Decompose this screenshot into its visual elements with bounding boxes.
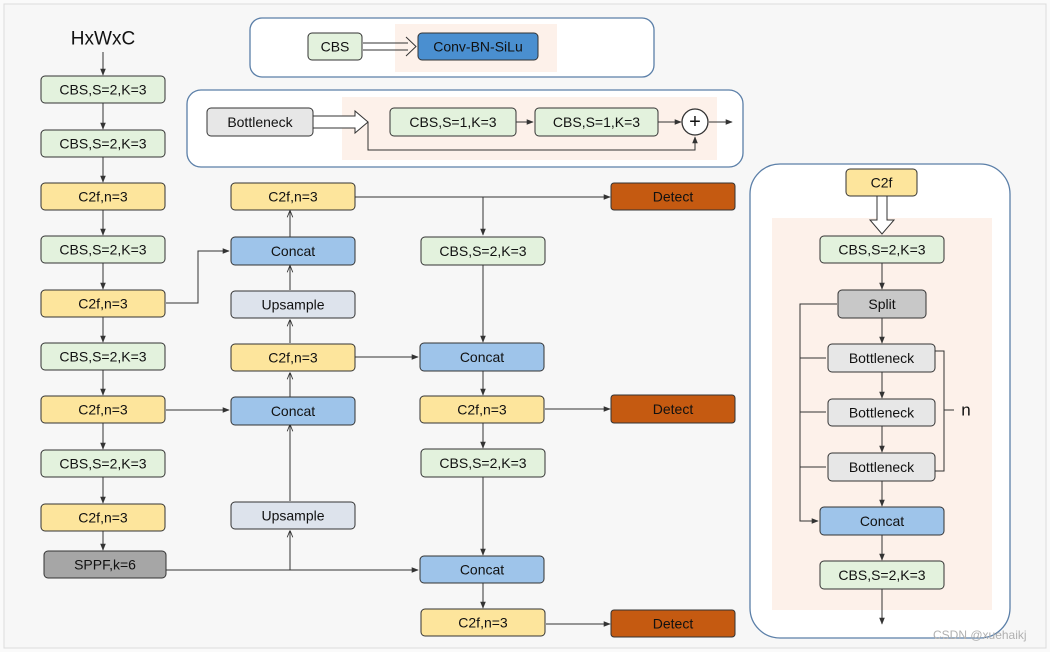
legend-hollow-arrow-2 <box>312 109 369 135</box>
svg-text:Concat: Concat <box>460 562 504 578</box>
head-concat-1: Concat <box>419 342 545 372</box>
svg-text:C2f: C2f <box>871 175 893 191</box>
neck-concat-mid: Concat <box>230 396 356 426</box>
legend-cbs-node: CBS <box>307 32 363 61</box>
backbone-c2f-1: C2f,n=3 <box>40 182 166 211</box>
svg-text:Bottleneck: Bottleneck <box>849 405 915 421</box>
svg-text:C2f,n=3: C2f,n=3 <box>78 510 128 526</box>
backbone-c2f-2: C2f,n=3 <box>40 289 166 318</box>
c2f-detail-bottleneck-3: Bottleneck <box>827 452 936 482</box>
c2f-detail-concat: Concat <box>819 506 945 536</box>
svg-text:CBS,S=1,K=3: CBS,S=1,K=3 <box>553 114 640 130</box>
backbone-cbs-1: CBS,S=2,K=3 <box>40 75 166 104</box>
legend-conv-bn-silu-node: Conv-BN-SiLu <box>417 32 539 61</box>
svg-text:Concat: Concat <box>271 243 315 259</box>
svg-text:C2f,n=3: C2f,n=3 <box>78 402 128 418</box>
edges <box>100 36 954 627</box>
legend-bottleneck-cbs2: CBS,S=1,K=3 <box>534 107 659 137</box>
svg-text:CBS,S=2,K=3: CBS,S=2,K=3 <box>59 349 146 365</box>
svg-text:CBS,S=2,K=3: CBS,S=2,K=3 <box>59 82 146 98</box>
repeat-n-label: n <box>961 401 970 420</box>
edge-c2f-p4-concat-top <box>166 248 230 304</box>
detect-2: Detect <box>610 394 736 424</box>
svg-text:CBS,S=2,K=3: CBS,S=2,K=3 <box>439 455 526 471</box>
detect-1: Detect <box>610 182 736 211</box>
head-concat-2: Concat <box>419 555 545 584</box>
c2f-detail-bottleneck-1: Bottleneck <box>827 343 936 373</box>
svg-text:C2f,n=3: C2f,n=3 <box>268 189 318 205</box>
legend-bottleneck-node: Bottleneck <box>206 107 314 137</box>
c2f-detail-split: Split <box>837 289 927 319</box>
backbone-cbs-2: CBS,S=2,K=3 <box>40 129 166 158</box>
svg-text:Upsample: Upsample <box>261 508 324 524</box>
legend-bottleneck-cbs1: CBS,S=1,K=3 <box>389 107 517 137</box>
neck-upsample-top: Upsample <box>230 290 356 319</box>
svg-text:Bottleneck: Bottleneck <box>227 114 293 130</box>
backbone-c2f-4: C2f,n=3 <box>40 503 166 532</box>
svg-text:CBS: CBS <box>321 39 350 55</box>
c2f-detail-cbs-out: CBS,S=2,K=3 <box>819 560 945 590</box>
svg-text:CBS,S=1,K=3: CBS,S=1,K=3 <box>409 114 496 130</box>
c2f-hollow-arrow <box>868 195 896 235</box>
svg-text:Bottleneck: Bottleneck <box>849 350 915 366</box>
edge-bottleneck-residual <box>367 122 698 151</box>
svg-text:CBS,S=2,K=3: CBS,S=2,K=3 <box>439 243 526 259</box>
neck-upsample-low: Upsample <box>230 501 356 530</box>
svg-text:CBS,S=2,K=3: CBS,S=2,K=3 <box>838 242 925 258</box>
svg-text:C2f,n=3: C2f,n=3 <box>268 350 318 366</box>
svg-text:Detect: Detect <box>653 401 694 417</box>
head-c2f-2: C2f,n=3 <box>420 608 546 637</box>
watermark: CSDN @xuehaikj <box>933 628 1027 642</box>
c2f-detail-cbs-in: CBS,S=2,K=3 <box>819 235 945 264</box>
svg-text:C2f,n=3: C2f,n=3 <box>457 402 507 418</box>
svg-text:Concat: Concat <box>460 349 504 365</box>
svg-text:CBS,S=2,K=3: CBS,S=2,K=3 <box>59 136 146 152</box>
input-shape-label: HxWxC <box>71 29 135 50</box>
neck-c2f-top: C2f,n=3 <box>230 182 356 211</box>
svg-text:C2f,n=3: C2f,n=3 <box>78 296 128 312</box>
svg-text:Upsample: Upsample <box>261 297 324 313</box>
svg-text:Bottleneck: Bottleneck <box>849 459 915 475</box>
backbone-cbs-3: CBS,S=2,K=3 <box>40 235 166 264</box>
svg-text:C2f,n=3: C2f,n=3 <box>78 189 128 205</box>
legend-add-circle: + <box>681 108 709 136</box>
backbone-sppf: SPPF,k=6 <box>43 550 167 579</box>
svg-text:Split: Split <box>868 296 895 312</box>
svg-text:C2f,n=3: C2f,n=3 <box>458 615 508 631</box>
n-bracket <box>935 350 945 472</box>
c2f-detail-bottleneck-2: Bottleneck <box>827 398 936 427</box>
head-cbs-1: CBS,S=2,K=3 <box>420 236 546 266</box>
backbone-cbs-4: CBS,S=2,K=3 <box>40 342 166 371</box>
c2f-detail-title: C2f <box>845 168 918 197</box>
head-cbs-2: CBS,S=2,K=3 <box>420 448 546 478</box>
neck-c2f-mid: C2f,n=3 <box>230 343 356 372</box>
svg-text:+: + <box>689 111 701 133</box>
head-c2f-1: C2f,n=3 <box>419 395 545 424</box>
svg-text:Concat: Concat <box>271 403 315 419</box>
backbone-c2f-3: C2f,n=3 <box>40 395 166 424</box>
backbone-cbs-5: CBS,S=2,K=3 <box>40 449 166 478</box>
svg-text:CBS,S=2,K=3: CBS,S=2,K=3 <box>59 456 146 472</box>
svg-text:Detect: Detect <box>653 189 694 205</box>
svg-text:CBS,S=2,K=3: CBS,S=2,K=3 <box>838 567 925 583</box>
svg-text:Detect: Detect <box>653 616 694 632</box>
svg-text:CBS,S=2,K=3: CBS,S=2,K=3 <box>59 242 146 258</box>
svg-text:Concat: Concat <box>860 513 904 529</box>
svg-text:SPPF,k=6: SPPF,k=6 <box>74 557 136 573</box>
neck-concat-top: Concat <box>230 236 356 266</box>
nodes: CBS Conv-BN-SiLu Bottleneck CBS,S=1,K=3 … <box>40 32 945 638</box>
svg-text:Conv-BN-SiLu: Conv-BN-SiLu <box>433 39 522 55</box>
legend-double-arrow-1 <box>363 36 417 57</box>
detect-3: Detect <box>610 609 736 638</box>
